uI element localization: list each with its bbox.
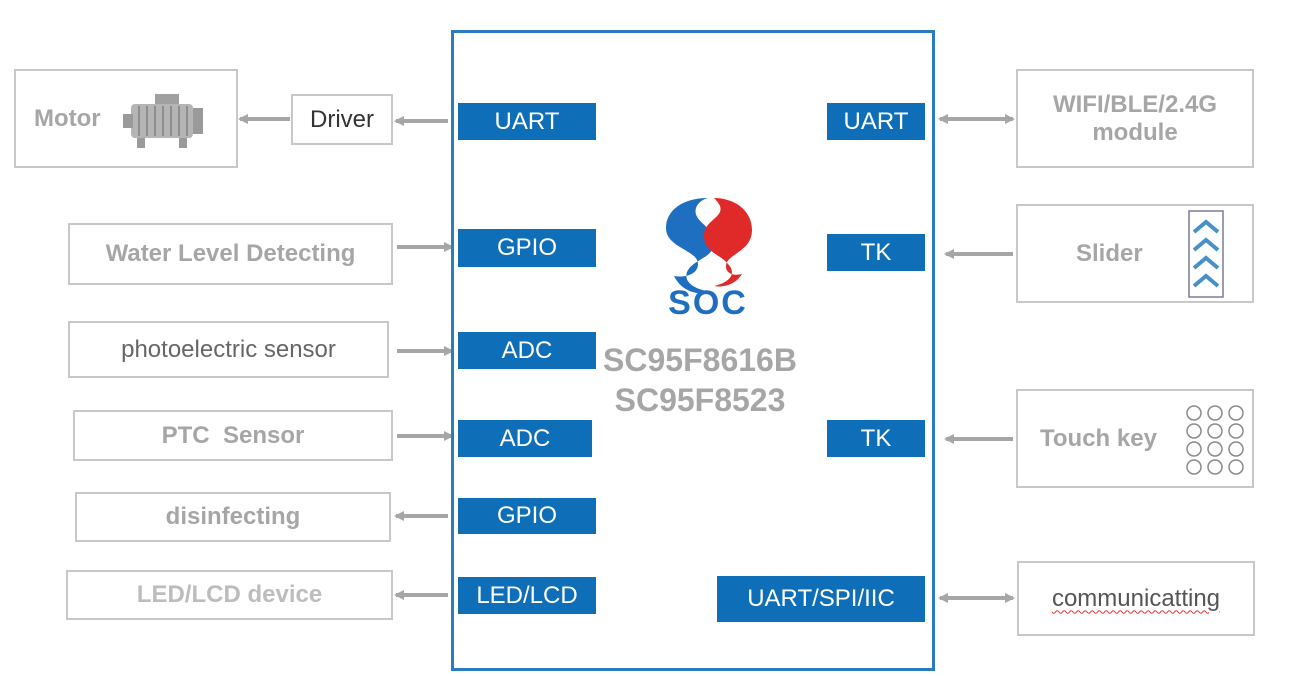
soc-logo-icon: SOC bbox=[666, 198, 752, 322]
soc-logo-text: SOC bbox=[668, 284, 748, 322]
communicatting-box: communicatting bbox=[1017, 561, 1255, 636]
pin-adc-2: ADC bbox=[458, 420, 592, 457]
wifi-module-box: WIFI/BLE/2.4G module bbox=[1016, 69, 1254, 168]
keypad-icon bbox=[1186, 405, 1244, 475]
motor-label: Motor bbox=[34, 104, 101, 132]
led-lcd-device-box: LED/LCD device bbox=[66, 570, 393, 620]
communicatting-label: communicatting bbox=[1051, 584, 1221, 612]
touch-key-label: Touch key bbox=[1040, 424, 1157, 452]
led-lcd-device-label: LED/LCD device bbox=[136, 581, 323, 609]
photoelectric-box: photoelectric sensor bbox=[68, 321, 389, 378]
pin-uart-spi-iic: UART/SPI/IIC bbox=[717, 576, 925, 622]
pin-uart-right: UART bbox=[827, 103, 925, 140]
slider-label: Slider bbox=[1076, 239, 1143, 267]
photoelectric-label: photoelectric sensor bbox=[121, 335, 336, 363]
pin-led-lcd: LED/LCD bbox=[458, 577, 596, 614]
soc-chip-box bbox=[451, 30, 935, 671]
motor-box: Motor bbox=[14, 69, 238, 168]
slider-box: Slider bbox=[1016, 204, 1254, 303]
pin-adc-1: ADC bbox=[458, 332, 596, 369]
driver-box: Driver bbox=[291, 94, 393, 145]
wifi-label-line1: WIFI/BLE/2.4G bbox=[1052, 90, 1217, 118]
water-level-box: Water Level Detecting bbox=[68, 223, 393, 285]
touch-key-box: Touch key bbox=[1016, 389, 1254, 488]
chip-model-1: SC95F8616B bbox=[603, 342, 797, 378]
ptc-sensor-label: PTC Sensor bbox=[161, 421, 305, 449]
pin-tk-2: TK bbox=[827, 420, 925, 457]
wifi-label-line2: module bbox=[1092, 118, 1178, 146]
pin-gpio-1: GPIO bbox=[458, 229, 596, 267]
water-level-label: Water Level Detecting bbox=[105, 240, 356, 268]
pin-uart-left: UART bbox=[458, 103, 596, 140]
pin-gpio-2: GPIO bbox=[458, 498, 596, 534]
chip-model-2: SC95F8523 bbox=[614, 382, 786, 418]
pin-tk-1: TK bbox=[827, 234, 925, 271]
disinfecting-box: disinfecting bbox=[75, 492, 391, 542]
ptc-sensor-box: PTC Sensor bbox=[73, 410, 393, 461]
disinfecting-label: disinfecting bbox=[165, 503, 301, 531]
slider-icon bbox=[1188, 210, 1224, 298]
motor-icon bbox=[122, 93, 203, 148]
driver-label: Driver bbox=[310, 105, 374, 133]
